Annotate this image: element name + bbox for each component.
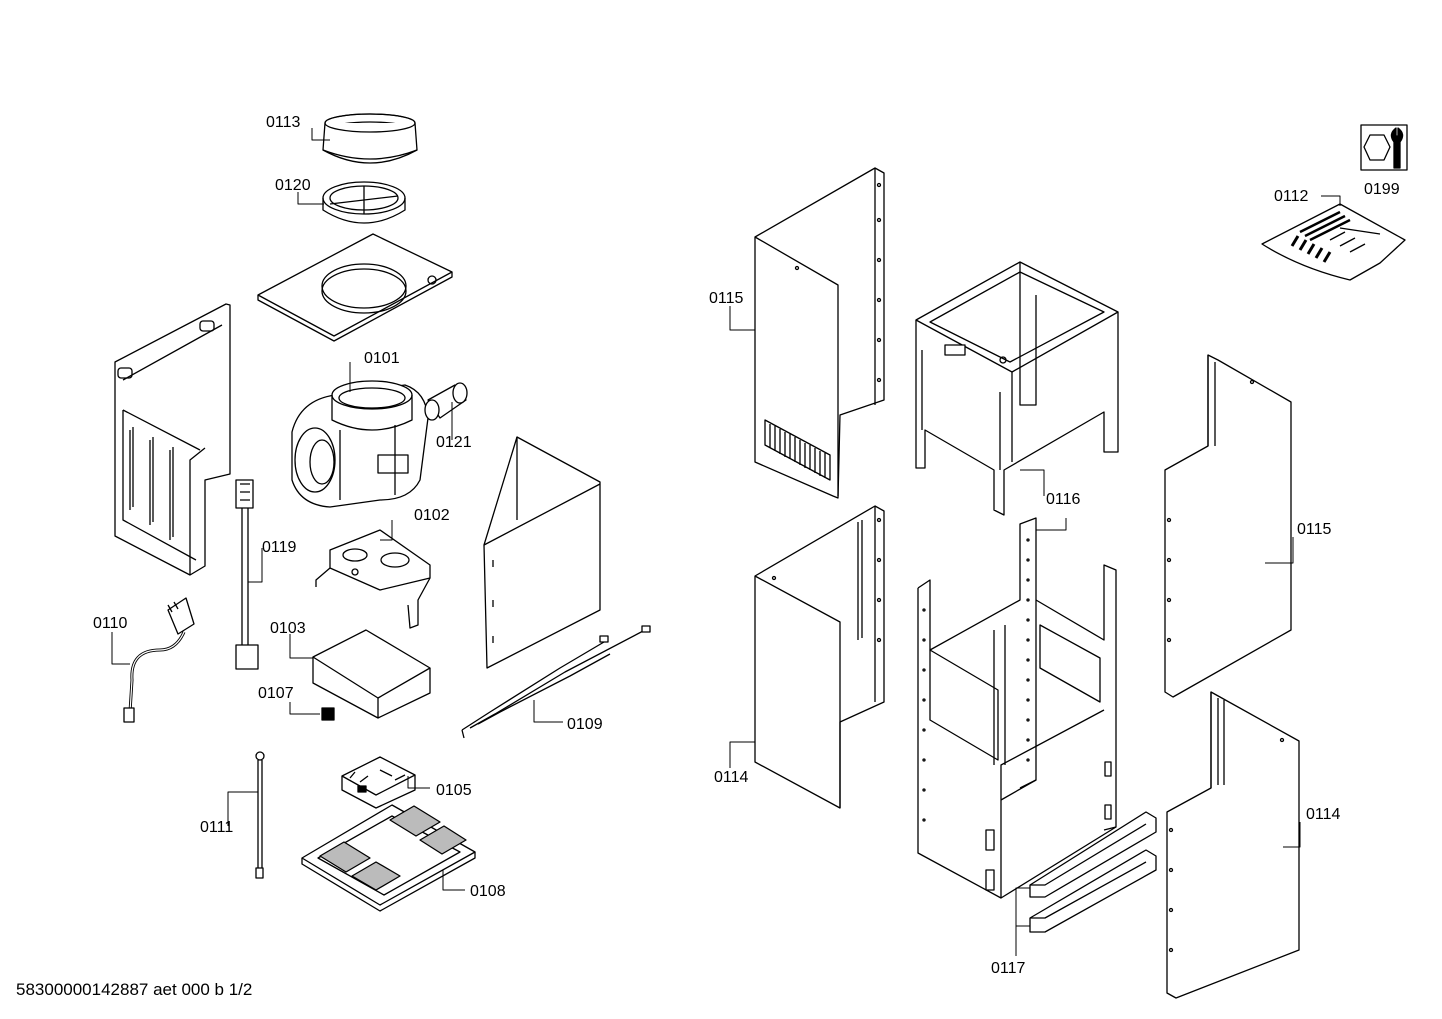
- wrench-icon: [1360, 124, 1408, 171]
- clip-0107: [321, 707, 335, 721]
- capacitor-0121: [424, 382, 468, 421]
- blower-motor-0101: [291, 380, 429, 508]
- label-0107: 0107: [258, 685, 294, 702]
- motor-bracket-0102: [315, 529, 431, 629]
- lower-chimney-cover-right: [1166, 691, 1300, 999]
- label-0115-upper-left: 0115: [709, 290, 744, 307]
- label-0114-lower-left: 0114: [714, 769, 749, 786]
- control-box-0103: [312, 629, 431, 719]
- backflow-flap-0120: [322, 181, 406, 224]
- cable-0109: [461, 625, 651, 739]
- label-0117: 0117: [991, 960, 1026, 977]
- label-0108: 0108: [470, 883, 506, 900]
- label-0105: 0105: [436, 782, 472, 799]
- label-0101: 0101: [364, 350, 400, 367]
- label-0103: 0103: [270, 620, 306, 637]
- circuit-board-0105: [341, 756, 416, 809]
- lower-mounting-frame: [917, 517, 1117, 899]
- label-0112: 0112: [1274, 188, 1309, 205]
- filter-frame-0108: [301, 804, 476, 912]
- top-mounting-plate: [257, 233, 453, 342]
- label-0110: 0110: [93, 615, 128, 632]
- housing-side-panel: [114, 303, 231, 576]
- label-0114-lower-right: 0114: [1306, 806, 1341, 823]
- lower-chimney-cover-left: [754, 505, 885, 809]
- label-0109: 0109: [567, 716, 603, 733]
- screw-bag-0112: [1261, 203, 1406, 281]
- outlet-collar-0113: [322, 113, 418, 164]
- part-labels: 0113 0120 0101 0121 0102 0119 0110 0103 …: [93, 114, 1400, 977]
- label-0102: 0102: [414, 507, 450, 524]
- label-0111: 0111: [200, 819, 233, 836]
- leader-lines: [111, 128, 1341, 956]
- support-brackets-0117: [1029, 811, 1157, 933]
- upper-chimney-cover-right: [1164, 354, 1292, 698]
- ground-wire-0111: [255, 751, 265, 879]
- label-0113: 0113: [266, 114, 301, 131]
- front-cover-panel: [483, 436, 601, 669]
- upper-chimney-cover-left: [754, 167, 885, 499]
- label-0120: 0120: [275, 177, 311, 194]
- label-0115-upper-right: 0115: [1297, 521, 1332, 538]
- wiring-harness-0119: [235, 479, 259, 670]
- label-0119: 0119: [262, 539, 297, 556]
- upper-mounting-frame-0116: [915, 261, 1119, 516]
- power-cord-0110: [123, 597, 195, 723]
- document-reference-number: 58300000142887 aet 000 b 1/2: [16, 980, 253, 999]
- label-0121: 0121: [436, 434, 472, 451]
- label-0116: 0116: [1046, 491, 1081, 508]
- label-0199: 0199: [1364, 181, 1400, 198]
